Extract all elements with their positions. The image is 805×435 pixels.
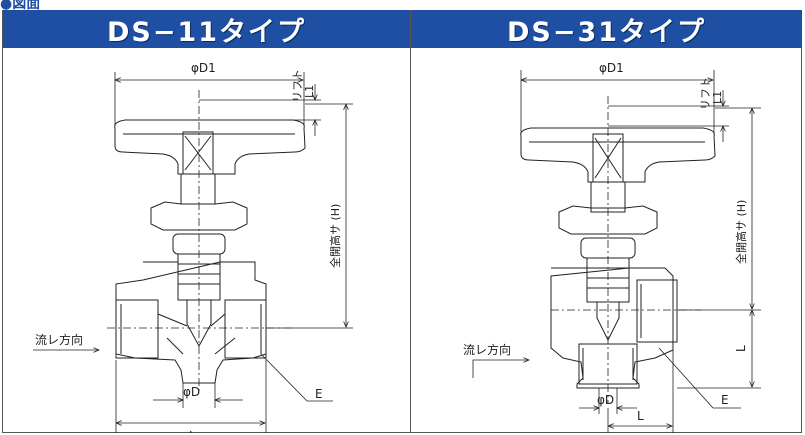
ds31-l-vertical-label: L — [734, 345, 748, 352]
ds31-d-label: φD — [597, 393, 614, 407]
ds31-title: DS−31タイプ — [411, 10, 802, 48]
ds11-d-label: φD — [183, 385, 200, 399]
ds31-height-label: 全開高サ (H) — [734, 200, 748, 264]
ds11-l-label: L — [189, 429, 196, 433]
ds31-drawing: φD1 リフト L1 全開高サ (H) L φD L E 流レ方向 — [463, 61, 761, 433]
ds11-flow-label: 流レ方向 — [35, 332, 83, 347]
ds11-d1-label: φD1 — [191, 61, 216, 75]
ds31-e-label: E — [721, 393, 729, 407]
ds31-flow-label: 流レ方向 — [463, 342, 511, 357]
ds11-drawing: φD1 リフト L1 全開高サ (H) φD L E 流レ方向 — [33, 61, 353, 433]
ds11-height-label: 全開高サ (H) — [328, 204, 342, 268]
handwheel — [114, 119, 306, 175]
ds11-l1-label: L1 — [303, 85, 316, 98]
ds11-lift-label: リフト — [291, 69, 304, 102]
ds31-d1-label: φD1 — [599, 61, 624, 75]
ds31-l1-label: L1 — [711, 91, 724, 104]
ds11-title: DS−11タイプ — [3, 10, 410, 48]
ds31-l-label: L — [637, 409, 644, 423]
valve-body — [115, 261, 267, 384]
valve-body — [550, 267, 674, 389]
section-label: ●図面 — [0, 0, 41, 12]
panel-divider — [410, 10, 411, 433]
ds31-lift-label: リフト — [699, 77, 712, 110]
ds11-e-label: E — [315, 387, 323, 401]
handwheel — [520, 127, 716, 183]
